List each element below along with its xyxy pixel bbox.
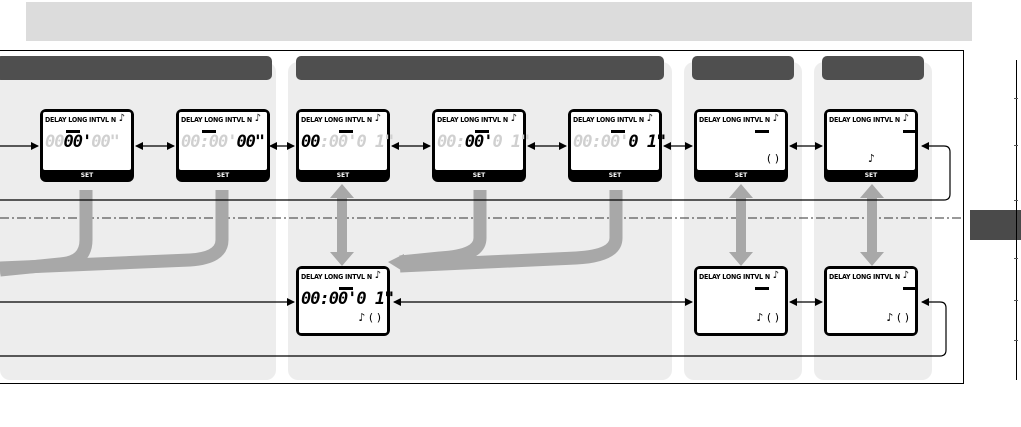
beep-repeat-display: ♪ ( ) — [756, 311, 779, 324]
mode-indicator-bar — [339, 287, 353, 290]
lcd-screen-c2: DELAY LONG INTVL N ♪ ♪ ( ) — [694, 266, 788, 336]
mode-labels: DELAY LONG INTVL N — [45, 116, 116, 124]
mode-indicator-bar — [611, 130, 625, 133]
set-label: SET — [608, 172, 622, 179]
music-note-icon: ♪ — [772, 270, 779, 281]
music-note-icon: ♪ — [374, 113, 381, 124]
set-label: SET — [864, 172, 878, 179]
beep-repeat-display: ♪ ( ) — [886, 311, 909, 324]
double-arrow-d — [860, 184, 884, 266]
right-edge-line — [1016, 60, 1017, 380]
lcd-screen-a1: DELAY LONG INTVL N ♪ 0000'00" SET — [40, 109, 134, 182]
edge-tick — [1014, 200, 1018, 201]
mode-labels: DELAY LONG INTVL N — [699, 273, 770, 281]
beep-indicator: ♪ — [867, 152, 875, 165]
gray-flow-from-b2 — [399, 190, 487, 269]
music-note-icon: ♪ — [118, 113, 125, 124]
section-c-header — [692, 56, 794, 80]
set-label: SET — [80, 172, 94, 179]
mode-indicator-bar — [903, 287, 915, 290]
edge-tick — [1014, 145, 1018, 146]
gray-arrowhead-b4 — [388, 254, 404, 272]
music-note-icon: ♪ — [772, 113, 779, 124]
top-banner — [26, 2, 972, 41]
set-label: SET — [216, 172, 230, 179]
beep-repeat-display: ♪ ( ) — [358, 311, 381, 324]
repeat-count-display: ( ) — [766, 152, 779, 165]
lcd-screen-b4: DELAY LONG INTVL N ♪ 00:00'0 1" ♪ ( ) — [296, 266, 394, 336]
section-d-header — [822, 56, 924, 80]
lcd-screen-a2: DELAY LONG INTVL N ♪ 00:00'00" SET — [176, 109, 270, 182]
lcd-screen-b2: DELAY LONG INTVL N ♪ 00:00'0 1" SET — [432, 109, 530, 182]
set-label: SET — [734, 172, 748, 179]
mode-labels: DELAY LONG INTVL N — [699, 116, 770, 124]
set-label: SET — [336, 172, 350, 179]
loop-bottom-row — [0, 298, 947, 357]
mode-indicator-bar — [903, 130, 915, 133]
time-display: 0000'00" — [45, 132, 120, 152]
mode-indicator-bar — [475, 130, 489, 133]
music-note-icon: ♪ — [510, 113, 517, 124]
mode-labels: DELAY LONG INTVL N — [829, 273, 900, 281]
lcd-screen-b1: DELAY LONG INTVL N ♪ 00:00'0 1" SET — [296, 109, 394, 182]
loop-top-row — [0, 142, 951, 201]
time-display: 00:00'0 1" — [437, 132, 530, 152]
page-side-tab — [970, 210, 1021, 240]
mode-labels: DELAY LONG INTVL N — [301, 116, 372, 124]
set-label: SET — [472, 172, 486, 179]
lcd-screen-d2: DELAY LONG INTVL N ♪ ♪ ( ) — [824, 266, 918, 336]
mode-labels: DELAY LONG INTVL N — [301, 273, 372, 281]
double-arrow-b — [330, 184, 354, 266]
mode-indicator-bar — [755, 130, 769, 133]
gray-flow-from-a1 — [0, 190, 93, 277]
edge-tick — [1014, 300, 1018, 301]
music-note-icon: ♪ — [374, 270, 381, 281]
edge-tick — [1014, 340, 1018, 341]
mode-indicator-bar — [202, 130, 216, 133]
time-display: 00:00'0 1" — [301, 132, 394, 152]
mode-labels: DELAY LONG INTVL N — [573, 116, 644, 124]
edge-tick — [1014, 98, 1018, 99]
section-a-header — [0, 56, 272, 80]
time-display: 00:00'00" — [181, 132, 265, 152]
double-arrow-c — [729, 184, 753, 266]
diagram-frame — [0, 50, 964, 384]
time-display: 00:00'0 1" — [573, 132, 666, 152]
gray-flow-from-b3 — [399, 190, 623, 273]
mode-labels: DELAY LONG INTVL N — [437, 116, 508, 124]
music-note-icon: ♪ — [902, 113, 909, 124]
section-b-header — [296, 56, 664, 80]
lcd-screen-d1: DELAY LONG INTVL N ♪ ♪ SET — [824, 109, 918, 182]
mode-labels: DELAY LONG INTVL N — [829, 116, 900, 124]
music-note-icon: ♪ — [254, 113, 261, 124]
music-note-icon: ♪ — [646, 113, 653, 124]
mode-indicator-bar — [755, 287, 769, 290]
lcd-screen-c1: DELAY LONG INTVL N ♪ ( ) SET — [694, 109, 788, 182]
music-note-icon: ♪ — [902, 270, 909, 281]
edge-tick — [1014, 258, 1018, 259]
mode-indicator-bar — [66, 130, 80, 133]
gray-flow-from-a2 — [0, 190, 229, 275]
lcd-screen-b3: DELAY LONG INTVL N ♪ 00:00'0 1" SET — [568, 109, 666, 182]
mode-indicator-bar — [339, 130, 353, 133]
mode-labels: DELAY LONG INTVL N — [181, 116, 252, 124]
time-display: 00:00'0 1" — [301, 289, 394, 309]
